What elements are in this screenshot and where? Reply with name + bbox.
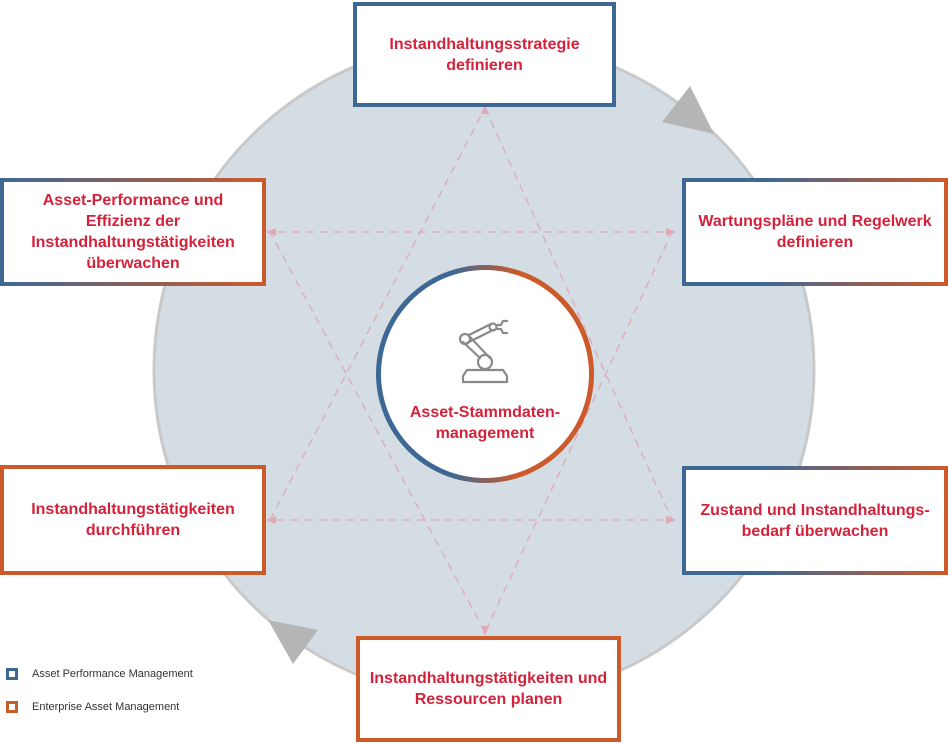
cycle-arrow-top-right — [662, 86, 714, 134]
step-label-bottom-right: Zustand und Instandhaltungs-bedarf überw… — [700, 501, 930, 540]
robot-arm-icon — [458, 319, 509, 384]
legend-label-apm: Asset Performance Management — [32, 668, 193, 680]
center-label: Asset-Stammdaten- management — [410, 402, 560, 444]
step-box-top[interactable]: Instandhaltungsstrategie definieren — [353, 2, 616, 107]
legend-item-eam: Enterprise Asset Management — [6, 701, 179, 713]
legend-label-eam: Enterprise Asset Management — [32, 701, 180, 713]
step-box-top-left[interactable]: Asset-Performance und Effizienz der Inst… — [0, 178, 266, 286]
step-box-bottom-right[interactable]: Zustand und Instandhaltungs-bedarf überw… — [682, 466, 948, 575]
legend-swatch-blue — [6, 668, 18, 680]
legend-item-apm: Asset Performance Management — [6, 668, 193, 680]
cycle-arrow-bottom-left — [268, 620, 318, 664]
step-label-top: Instandhaltungsstrategie definieren — [389, 35, 580, 74]
hexagram-arrowheads — [266, 104, 676, 636]
step-label-bottom: Instandhaltungstätigkeiten und Ressource… — [369, 670, 608, 708]
step-label-top-right: Wartungspläne und Regelwerk definieren — [698, 213, 932, 251]
hexagram-lines — [268, 106, 674, 634]
step-box-bottom[interactable]: Instandhaltungstätigkeiten und Ressource… — [356, 636, 621, 742]
center-circle[interactable]: Asset-Stammdaten- management — [376, 265, 594, 483]
center-label-line-2: management — [435, 425, 535, 442]
center-label-line-1: Asset-Stammdaten- — [409, 404, 561, 421]
step-box-bottom-left[interactable]: Instandhaltungstätigkeiten durchführen — [0, 465, 266, 575]
step-label-top-left: Asset-Performance und Effizienz der Inst… — [31, 192, 235, 272]
step-box-top-right[interactable]: Wartungspläne und Regelwerk definieren — [682, 178, 948, 286]
step-label-bottom-left: Instandhaltungstätigkeiten durchführen — [31, 501, 235, 539]
legend-swatch-orange — [6, 701, 18, 713]
